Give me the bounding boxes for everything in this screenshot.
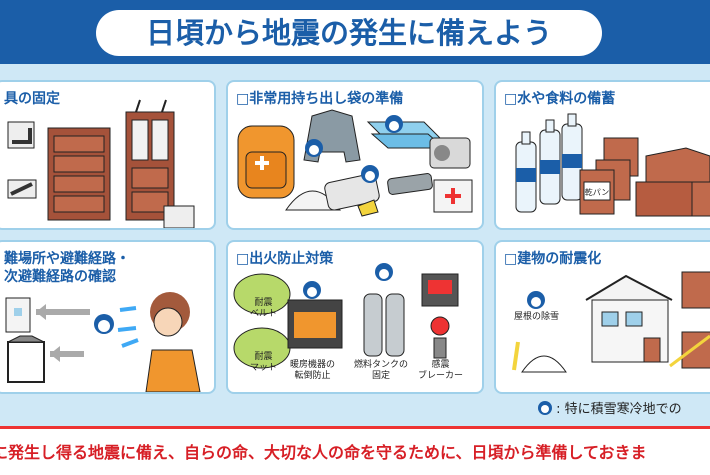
panel-fire-prevention: □出火防止対策 耐震ベルト 耐震マット 暖房機器の転倒防止 燃料タンクの固定 感… bbox=[226, 240, 484, 394]
panel-emergency-bag: □非常用持ち出し袋の準備 bbox=[226, 80, 484, 230]
panel-title-line2: 次避難経路の確認 bbox=[4, 269, 116, 285]
panel-furniture-fixing: 具の固定 bbox=[0, 80, 216, 230]
panel-evacuation-route: 難場所や避難経路・ 次避難経路の確認 bbox=[0, 240, 216, 394]
building-illustration bbox=[512, 271, 710, 373]
label-roof-snow: 屋根の除雪 bbox=[514, 312, 560, 322]
penguin-note: : 特に積雪寒冷地での bbox=[538, 398, 682, 417]
panel-title: □出火防止対策 bbox=[236, 251, 334, 267]
label-breaker: 感震ブレーカー bbox=[418, 360, 464, 381]
page-title: 日頃から地震の発生に備えよう bbox=[96, 10, 602, 56]
note-text: : 特に積雪寒冷地での bbox=[556, 402, 682, 417]
panel-building-retrofit: □建物の耐震化 屋根の除雪 bbox=[494, 240, 710, 394]
food-illustration: 乾パン bbox=[515, 113, 710, 217]
footer-banner: に発生し得る地震に備え、自らの命、大切な人の命を守るために、日頃から準備しておき… bbox=[0, 426, 710, 475]
header-banner: 日頃から地震の発生に備えよう bbox=[0, 0, 710, 64]
furniture-illustration bbox=[7, 99, 195, 228]
penguin-icon bbox=[305, 115, 403, 183]
fire-prevention-illustration bbox=[233, 263, 459, 369]
penguin-icon bbox=[538, 401, 552, 415]
penguin-icon bbox=[303, 263, 393, 299]
panel-title: □水や食料の備蓄 bbox=[504, 91, 616, 107]
footer-message: に発生し得る地震に備え、自らの命、大切な人の命を守るために、日頃から準備しておき… bbox=[0, 443, 647, 462]
panel-title-line1: 難場所や避難経路・ bbox=[4, 251, 130, 267]
label-fuel-tank: 燃料タンクの固定 bbox=[354, 360, 409, 381]
panel-title: □建物の耐震化 bbox=[504, 251, 602, 267]
label-heater: 暖房機器の転倒防止 bbox=[290, 360, 336, 381]
emergency-kit-illustration bbox=[237, 109, 473, 217]
first-aid-icon bbox=[255, 156, 269, 170]
panel-title: □非常用持ち出し袋の準備 bbox=[236, 91, 404, 107]
evacuation-illustration bbox=[5, 292, 201, 392]
label-mat: 耐震マット bbox=[250, 352, 278, 373]
panel-water-food: □水や食料の備蓄 乾パン bbox=[494, 80, 710, 230]
panel-title: 具の固定 bbox=[4, 91, 60, 107]
can-label: 乾パン bbox=[585, 187, 609, 197]
label-belt: 耐震ベルト bbox=[250, 298, 278, 319]
